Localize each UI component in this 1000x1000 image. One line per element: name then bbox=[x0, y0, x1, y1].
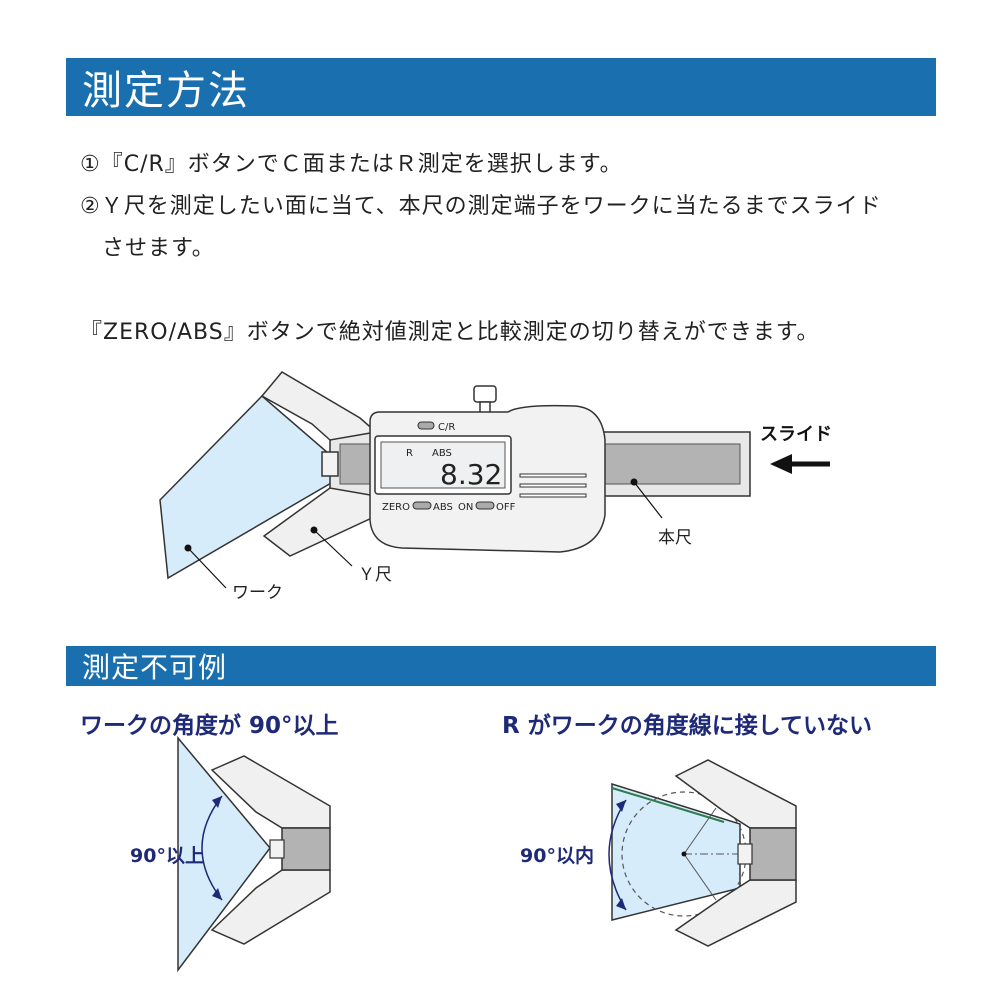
section-title-2: 測定不可例 bbox=[82, 651, 228, 684]
zero-label: ZERO bbox=[382, 502, 410, 513]
slide-label: スライド bbox=[760, 424, 832, 445]
case2-diagram: 90°以内 bbox=[520, 759, 797, 947]
lcd-abs-label: ABS bbox=[432, 448, 452, 459]
section-title: 測定方法 bbox=[82, 68, 250, 114]
on-off-button[interactable] bbox=[475, 501, 495, 510]
y-scale-label: Ｙ尺 bbox=[358, 565, 392, 585]
work-label: ワーク bbox=[232, 583, 283, 603]
on-label: ON bbox=[458, 502, 473, 513]
lcd-reading: 8.32 bbox=[440, 458, 502, 491]
case2-title: R がワークの角度線に接していない bbox=[502, 713, 873, 739]
lcd-screen bbox=[380, 441, 506, 489]
measuring-tip bbox=[321, 451, 339, 477]
instruction-step-2: ②Ｙ尺を測定したい面に当て、本尺の測定端子をワークに当たるまでスライド bbox=[80, 194, 882, 219]
main-scale-label: 本尺 bbox=[658, 528, 692, 548]
case1-workpiece bbox=[177, 736, 271, 973]
section-title-banner-2: 測定不可例 bbox=[66, 646, 936, 686]
lcd-mode-label: R bbox=[406, 448, 413, 459]
cr-label: C/R bbox=[438, 422, 455, 433]
caliper-diagram: C/R R ABS 8.32 ZERO ABS ON OFF スライド 本尺 Ｙ… bbox=[159, 371, 832, 603]
cr-button[interactable] bbox=[417, 421, 435, 430]
case1-diagram: 90°以上 bbox=[130, 736, 331, 973]
case2-angle-arc bbox=[608, 799, 627, 911]
section-title-banner: 測定方法 bbox=[66, 58, 936, 116]
zero-abs-note: 『ZERO/ABS』ボタンで絶対値測定と比較測定の切り替えができます。 bbox=[80, 320, 820, 345]
case1-angle-arc bbox=[201, 795, 223, 901]
zero-abs-button[interactable] bbox=[412, 501, 432, 510]
off-label: OFF bbox=[496, 502, 516, 513]
instruction-step-2-continued: させます。 bbox=[102, 236, 215, 261]
case1-angle-label: 90°以上 bbox=[130, 845, 204, 867]
instruction-step-1: ①『C/R』ボタンでＣ面またはＲ測定を選択します。 bbox=[80, 152, 623, 177]
case1-title: ワークの角度が 90°以上 bbox=[80, 713, 339, 739]
abs-button-label: ABS bbox=[433, 502, 453, 513]
thumb-knob bbox=[473, 385, 497, 403]
case2-angle-label: 90°以内 bbox=[520, 844, 594, 867]
